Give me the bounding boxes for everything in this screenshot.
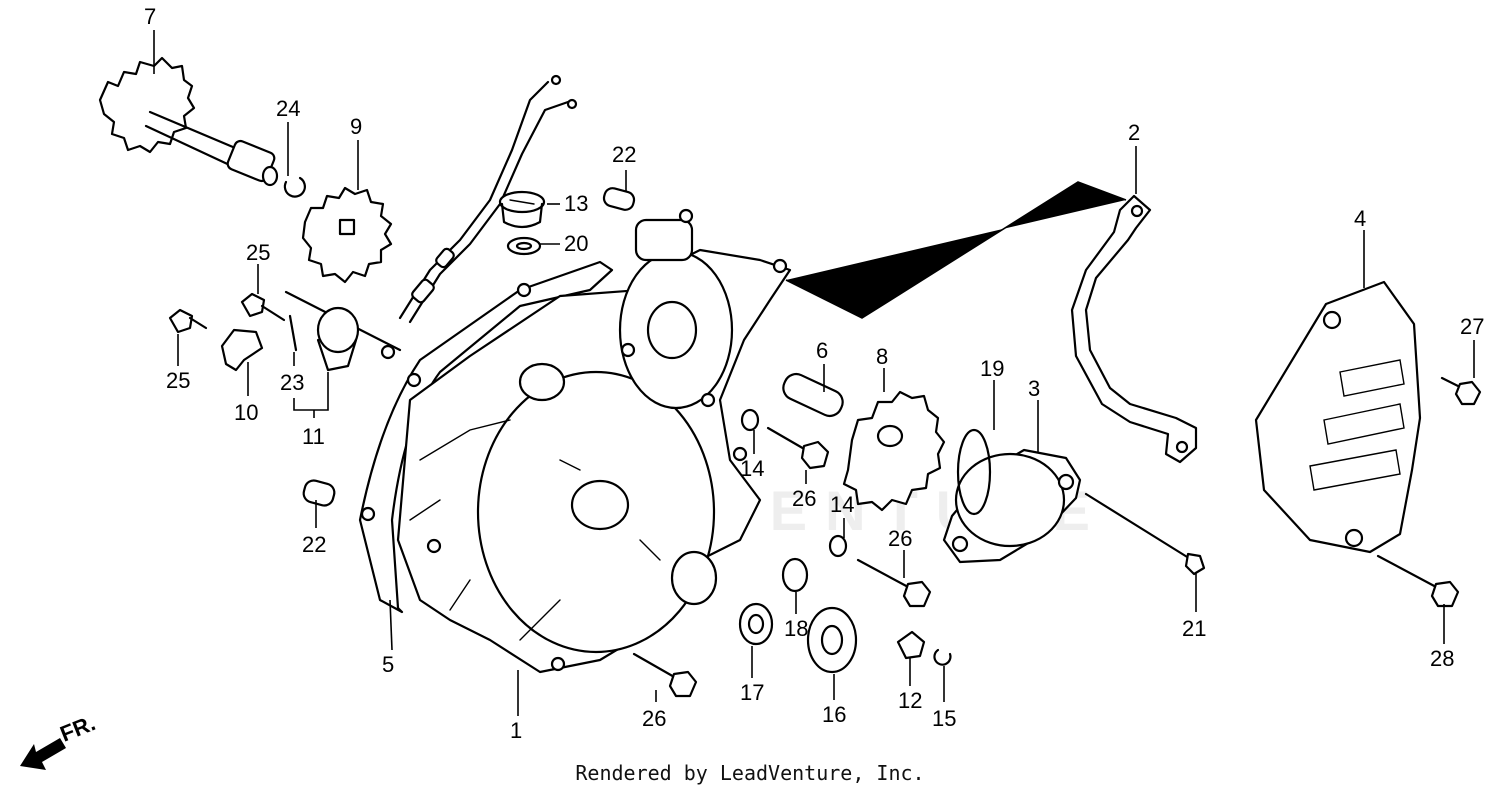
- callout-26-right: 26: [888, 526, 912, 551]
- oil-pump-gear-part: [842, 390, 946, 512]
- callout-20: 20: [564, 231, 588, 256]
- callout-10: 10: [234, 400, 258, 425]
- bolt-part-25b: [240, 292, 286, 322]
- callout-3: 3: [1028, 376, 1040, 401]
- callout-15: 15: [932, 706, 956, 731]
- washer-14a-part: [740, 408, 760, 432]
- bolt-27-part: [1440, 376, 1482, 406]
- bolt-26b-part: [856, 558, 932, 608]
- callout-4: 4: [1354, 206, 1366, 231]
- front-arrow-icon: [20, 738, 66, 770]
- callout-23: 23: [280, 370, 304, 395]
- callout-26-mid: 26: [792, 486, 816, 511]
- filter-cover-part: [942, 448, 1082, 564]
- callout-24: 24: [276, 96, 300, 121]
- callout-26-bottom: 26: [642, 706, 666, 731]
- callout-17: 17: [740, 680, 764, 705]
- stay-bracket-part: [1070, 194, 1198, 464]
- bracket-part: [220, 328, 264, 372]
- long-bolt-part: [1084, 492, 1206, 576]
- bolt-26a-part: [766, 426, 830, 470]
- callout-6: 6: [816, 338, 828, 363]
- oil-filler-plug-part: [498, 190, 546, 229]
- callout-2: 2: [1128, 120, 1140, 145]
- callout-21: 21: [1182, 616, 1206, 641]
- oil-seal-18-part: [781, 557, 809, 593]
- callout-9: 9: [350, 114, 362, 139]
- callout-19: 19: [980, 356, 1004, 381]
- callout-16: 16: [822, 702, 846, 727]
- oil-seal-16-hole: [820, 624, 844, 656]
- idle-gear-part: [301, 186, 393, 284]
- callout-22-bottom: 22: [302, 532, 326, 557]
- bolt-28-part: [1376, 554, 1460, 608]
- front-direction-indicator: FR.: [20, 710, 99, 770]
- oil-seal-17-hole: [747, 613, 765, 635]
- assembly-leader-line: [785, 181, 1127, 319]
- callout-27: 27: [1460, 314, 1484, 339]
- callout-12: 12: [898, 688, 922, 713]
- clip-15-part: [933, 648, 952, 666]
- collar-12-part: [896, 630, 926, 660]
- dowel-pin-part-bottom: [302, 479, 336, 507]
- pin-part: [288, 314, 298, 352]
- callout-14-left: 14: [740, 456, 764, 481]
- callout-14-right: 14: [830, 492, 854, 517]
- collar-part: [782, 372, 844, 418]
- callout-18: 18: [784, 616, 808, 641]
- callout-8: 8: [876, 344, 888, 369]
- callout-leaders: [153, 30, 1475, 716]
- front-label: FR.: [57, 710, 99, 746]
- crankcase-cover-part: [360, 208, 792, 674]
- callout-11: 11: [302, 424, 325, 449]
- callout-5: 5: [382, 652, 394, 677]
- dowel-pin-part-top: [602, 187, 636, 211]
- bolt-part-25a: [168, 308, 208, 334]
- callout-labels: 7 24 9 13 20 22 25 25 10 23 11 22 5 1 2 …: [144, 4, 1484, 743]
- o-ring-part: [956, 428, 992, 516]
- callout-28: 28: [1430, 646, 1454, 671]
- callout-25-left: 25: [166, 368, 190, 393]
- switch-assembly-part: [284, 290, 402, 372]
- render-credit: Rendered by LeadVenture, Inc.: [575, 761, 924, 785]
- circlip-part: [283, 176, 306, 198]
- washer-14b-part: [828, 534, 848, 558]
- gasket-part: [358, 260, 614, 614]
- callout-22-top: 22: [612, 142, 636, 167]
- washer-hole: [515, 241, 533, 251]
- callout-1: 1: [510, 718, 522, 743]
- wire-harness-part: [398, 74, 578, 324]
- callout-25-top: 25: [246, 240, 270, 265]
- callout-7: 7: [144, 4, 156, 29]
- callout-13: 13: [564, 191, 588, 216]
- bolt-26c-part: [632, 652, 698, 698]
- kick-starter-spindle-part: [98, 56, 279, 187]
- sprocket-cover-part: [1254, 280, 1422, 554]
